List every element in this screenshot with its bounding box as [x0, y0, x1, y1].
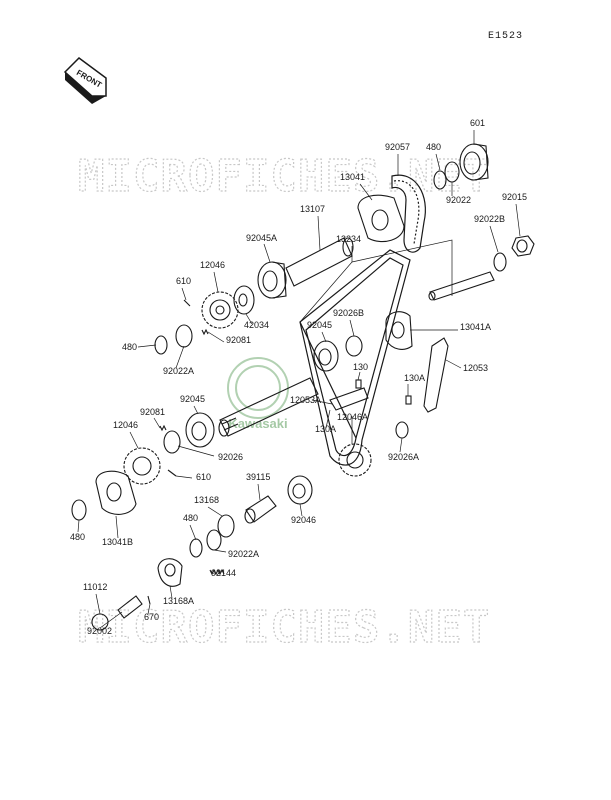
part-label-l92002: 92002 [87, 626, 112, 636]
part-92144-spring [209, 568, 225, 576]
part-label-l11012: 11012 [83, 582, 107, 592]
part-610-pin-top [183, 299, 191, 307]
part-label-l130a: 130A [404, 373, 425, 383]
part-label-l92081a: 92081 [226, 335, 251, 345]
part-480-circlip-bottom [189, 538, 203, 558]
part-label-l12046a: 12046 [200, 260, 225, 270]
part-label-l92046: 92046 [291, 515, 316, 525]
part-480-circlip-top [433, 170, 447, 190]
part-main-shaft [218, 377, 319, 437]
part-label-l92057: 92057 [385, 142, 410, 152]
part-label-l13107: 13107 [300, 204, 325, 214]
part-610-pin-lower [167, 469, 177, 477]
part-92026b-washer [345, 335, 363, 357]
part-480-circlip-mid [154, 335, 168, 355]
part-label-l130: 130 [353, 362, 368, 372]
part-label-l13041: 13041 [340, 172, 365, 182]
part-92045-bearing-lower [185, 412, 215, 448]
part-92081-spring-lower [159, 424, 167, 432]
part-label-l92144: 92144 [211, 568, 236, 578]
part-label-l92015: 92015 [502, 192, 527, 202]
part-92045a-bearing [257, 261, 287, 299]
part-label-l92022a2: 92022A [163, 366, 194, 376]
part-label-l92022b: 92022B [474, 214, 505, 224]
part-label-l13041b: 13041B [102, 537, 133, 547]
part-label-l92022a: 92022 [446, 195, 471, 205]
part-label-l480a: 480 [426, 142, 441, 152]
leader-lines [77, 130, 521, 629]
part-92022a-washer-top [175, 324, 193, 348]
part-label-l480d: 480 [70, 532, 85, 542]
part-13041b-holder [95, 470, 137, 515]
part-label-l92045c: 92045 [180, 394, 205, 404]
part-label-l130a2: 130A [315, 424, 336, 434]
part-label-l42034: 42034 [244, 320, 269, 330]
part-label-l12053a: 12053A [290, 395, 321, 405]
part-label-l13168: 13168 [194, 495, 219, 505]
part-labels: 601 92057 480 13041 92022 92015 13107 92022B 920… [70, 118, 527, 636]
part-12046a-gear-right [338, 443, 372, 477]
part-label-l92026a: 92026A [388, 452, 419, 462]
part-92045-bearing-mid [313, 340, 339, 372]
part-label-l670: 670 [144, 612, 159, 622]
part-92015-nut [511, 235, 535, 257]
part-92026a-washer [395, 421, 409, 439]
part-39115-shaft [244, 495, 277, 524]
part-13107-shaft [285, 237, 354, 287]
part-12046-gear-lower [123, 447, 161, 485]
drive-belt [299, 249, 411, 466]
part-130-bolt [355, 379, 362, 389]
part-12053a-plate [329, 387, 369, 411]
part-label-l13168a: 13168A [163, 596, 194, 606]
part-label-l480c: 480 [183, 513, 198, 523]
part-axle-shaft [428, 271, 495, 301]
part-92026-washer [163, 430, 181, 454]
part-13168a-cam [157, 558, 183, 587]
part-480-circlip-lower [71, 499, 87, 521]
part-92046-needle-bearing [287, 475, 313, 505]
part-13041-holder [357, 194, 405, 243]
front-arrow-icon: FRONT [63, 57, 107, 104]
part-670-pin [147, 595, 151, 605]
part-label-l480b: 480 [122, 342, 137, 352]
part-12046-gear-top [201, 291, 239, 329]
part-92081-spring-top [201, 328, 209, 336]
watermark-top: MICROFICHES.NET [78, 151, 490, 202]
watermark-bottom: MICROFICHES.NET [78, 602, 490, 653]
part-label-l13041a: 13041A [460, 322, 491, 332]
part-label-l92045a: 92045A [246, 233, 277, 243]
part-label-l610b: 610 [196, 472, 211, 482]
part-601-bearing [459, 143, 489, 181]
diagram-code: E1523 [488, 31, 523, 42]
part-label-l92022a3: 92022A [228, 549, 259, 559]
logo-text: Kawasaki [228, 416, 287, 431]
part-label-l12053: 12053 [463, 363, 488, 373]
part-13168-washer [217, 514, 235, 538]
part-label-l13234: 13234 [336, 234, 361, 244]
part-label-l12046b: 12046 [113, 420, 138, 430]
part-label-l12046a2: 12046A [337, 412, 368, 422]
part-label-l39115: 39115 [246, 472, 270, 482]
drive-chain [391, 174, 426, 253]
part-130a-bolt [405, 395, 412, 405]
part-label-l610a: 610 [176, 276, 191, 286]
part-label-l92081b: 92081 [140, 407, 165, 417]
kawasaki-logo-watermark: Kawasaki [227, 357, 289, 431]
part-92022a-washer-lower [206, 529, 222, 551]
part-42034-hub [233, 285, 255, 315]
part-12053-lever [423, 337, 449, 413]
part-label-l601: 601 [470, 118, 485, 128]
part-92022b-washer [493, 252, 507, 272]
part-label-l92026b: 92026B [333, 308, 364, 318]
part-label-l92026: 92026 [218, 452, 243, 462]
part-label-l92045b: 92045 [307, 320, 332, 330]
part-13041a-bracket [385, 311, 413, 350]
